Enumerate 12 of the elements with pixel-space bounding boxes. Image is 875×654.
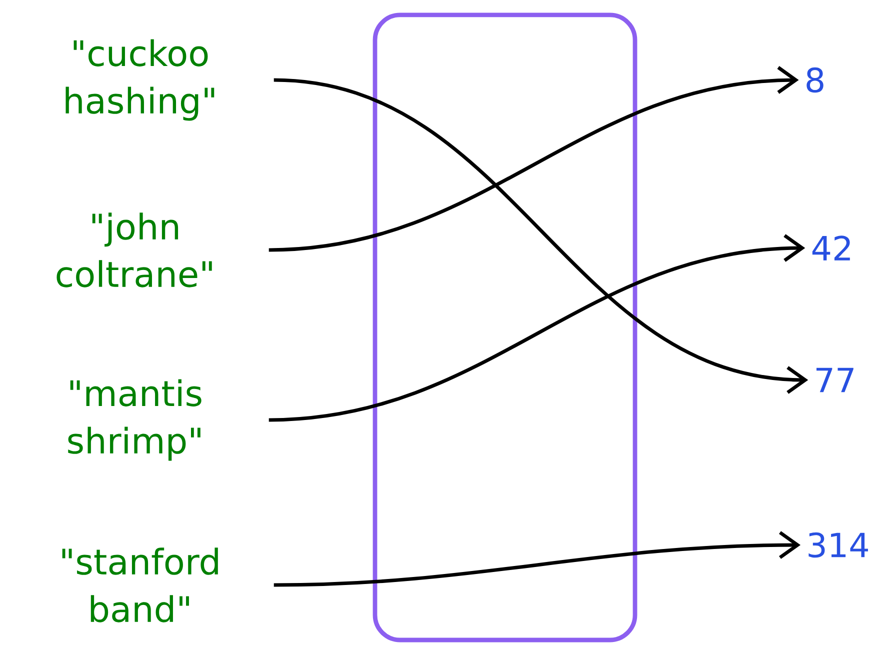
value-label: 77 <box>816 368 854 392</box>
arrow <box>268 66 799 252</box>
arrow <box>268 234 806 422</box>
key-label: "stanford band" <box>62 548 218 622</box>
arrow <box>274 78 808 394</box>
key-label: "mantis shrimp" <box>68 379 202 461</box>
value-label: 314 <box>808 532 868 558</box>
arrow <box>274 531 801 587</box>
value-label: 42 <box>812 236 850 260</box>
key-label: "cuckoo hashing" <box>66 39 214 121</box>
value-label: 8 <box>806 67 824 93</box>
key-label: "john coltrane" <box>56 212 212 288</box>
